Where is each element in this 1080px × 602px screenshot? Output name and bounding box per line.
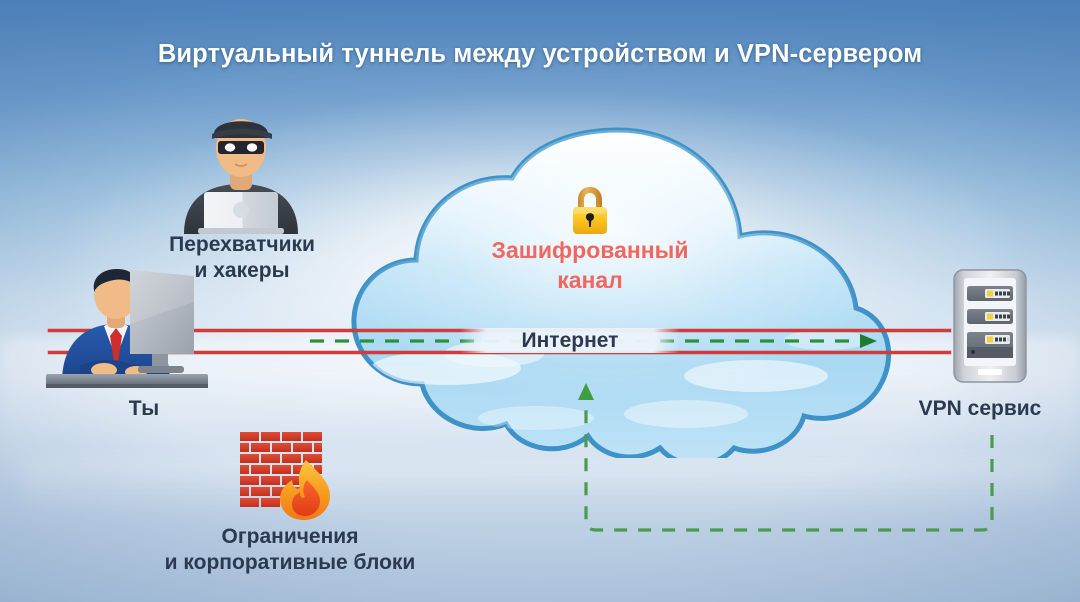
encrypted-channel-line2: канал bbox=[557, 266, 623, 293]
encrypted-channel-line1: Зашифрованный bbox=[491, 237, 689, 263]
firewall-caption-line2: и корпоративные блоки bbox=[164, 550, 416, 574]
flame-icon bbox=[280, 460, 330, 520]
page-title: Виртуальный туннель между устройством и … bbox=[157, 40, 923, 68]
hacker-caption-line2: и хакеры bbox=[194, 258, 290, 282]
server-blade-3 bbox=[967, 332, 1013, 358]
firewall-caption-line1: Ограничения bbox=[221, 525, 359, 548]
padlock-icon bbox=[566, 183, 614, 237]
server-blade-1 bbox=[967, 286, 1013, 301]
server-rack-icon bbox=[952, 268, 1028, 384]
hacker-caption-line1: Перехватчики bbox=[169, 233, 315, 256]
encrypted-channel-label: Зашифрованный канал bbox=[430, 236, 750, 296]
hacker-with-laptop-icon bbox=[174, 108, 308, 234]
firewall-caption: Ограничения и корпоративные блоки bbox=[130, 524, 450, 575]
vpn-service-caption: VPN сервис bbox=[918, 397, 1042, 420]
server-blade-2 bbox=[967, 309, 1013, 324]
internet-label: Интернет bbox=[460, 328, 680, 353]
user-caption: Ты bbox=[128, 397, 160, 420]
businessman-at-desktop-icon bbox=[44, 262, 244, 394]
brick-wall-with-flame-icon bbox=[238, 430, 344, 522]
hacker-caption: Перехватчики и хакеры bbox=[152, 232, 332, 283]
